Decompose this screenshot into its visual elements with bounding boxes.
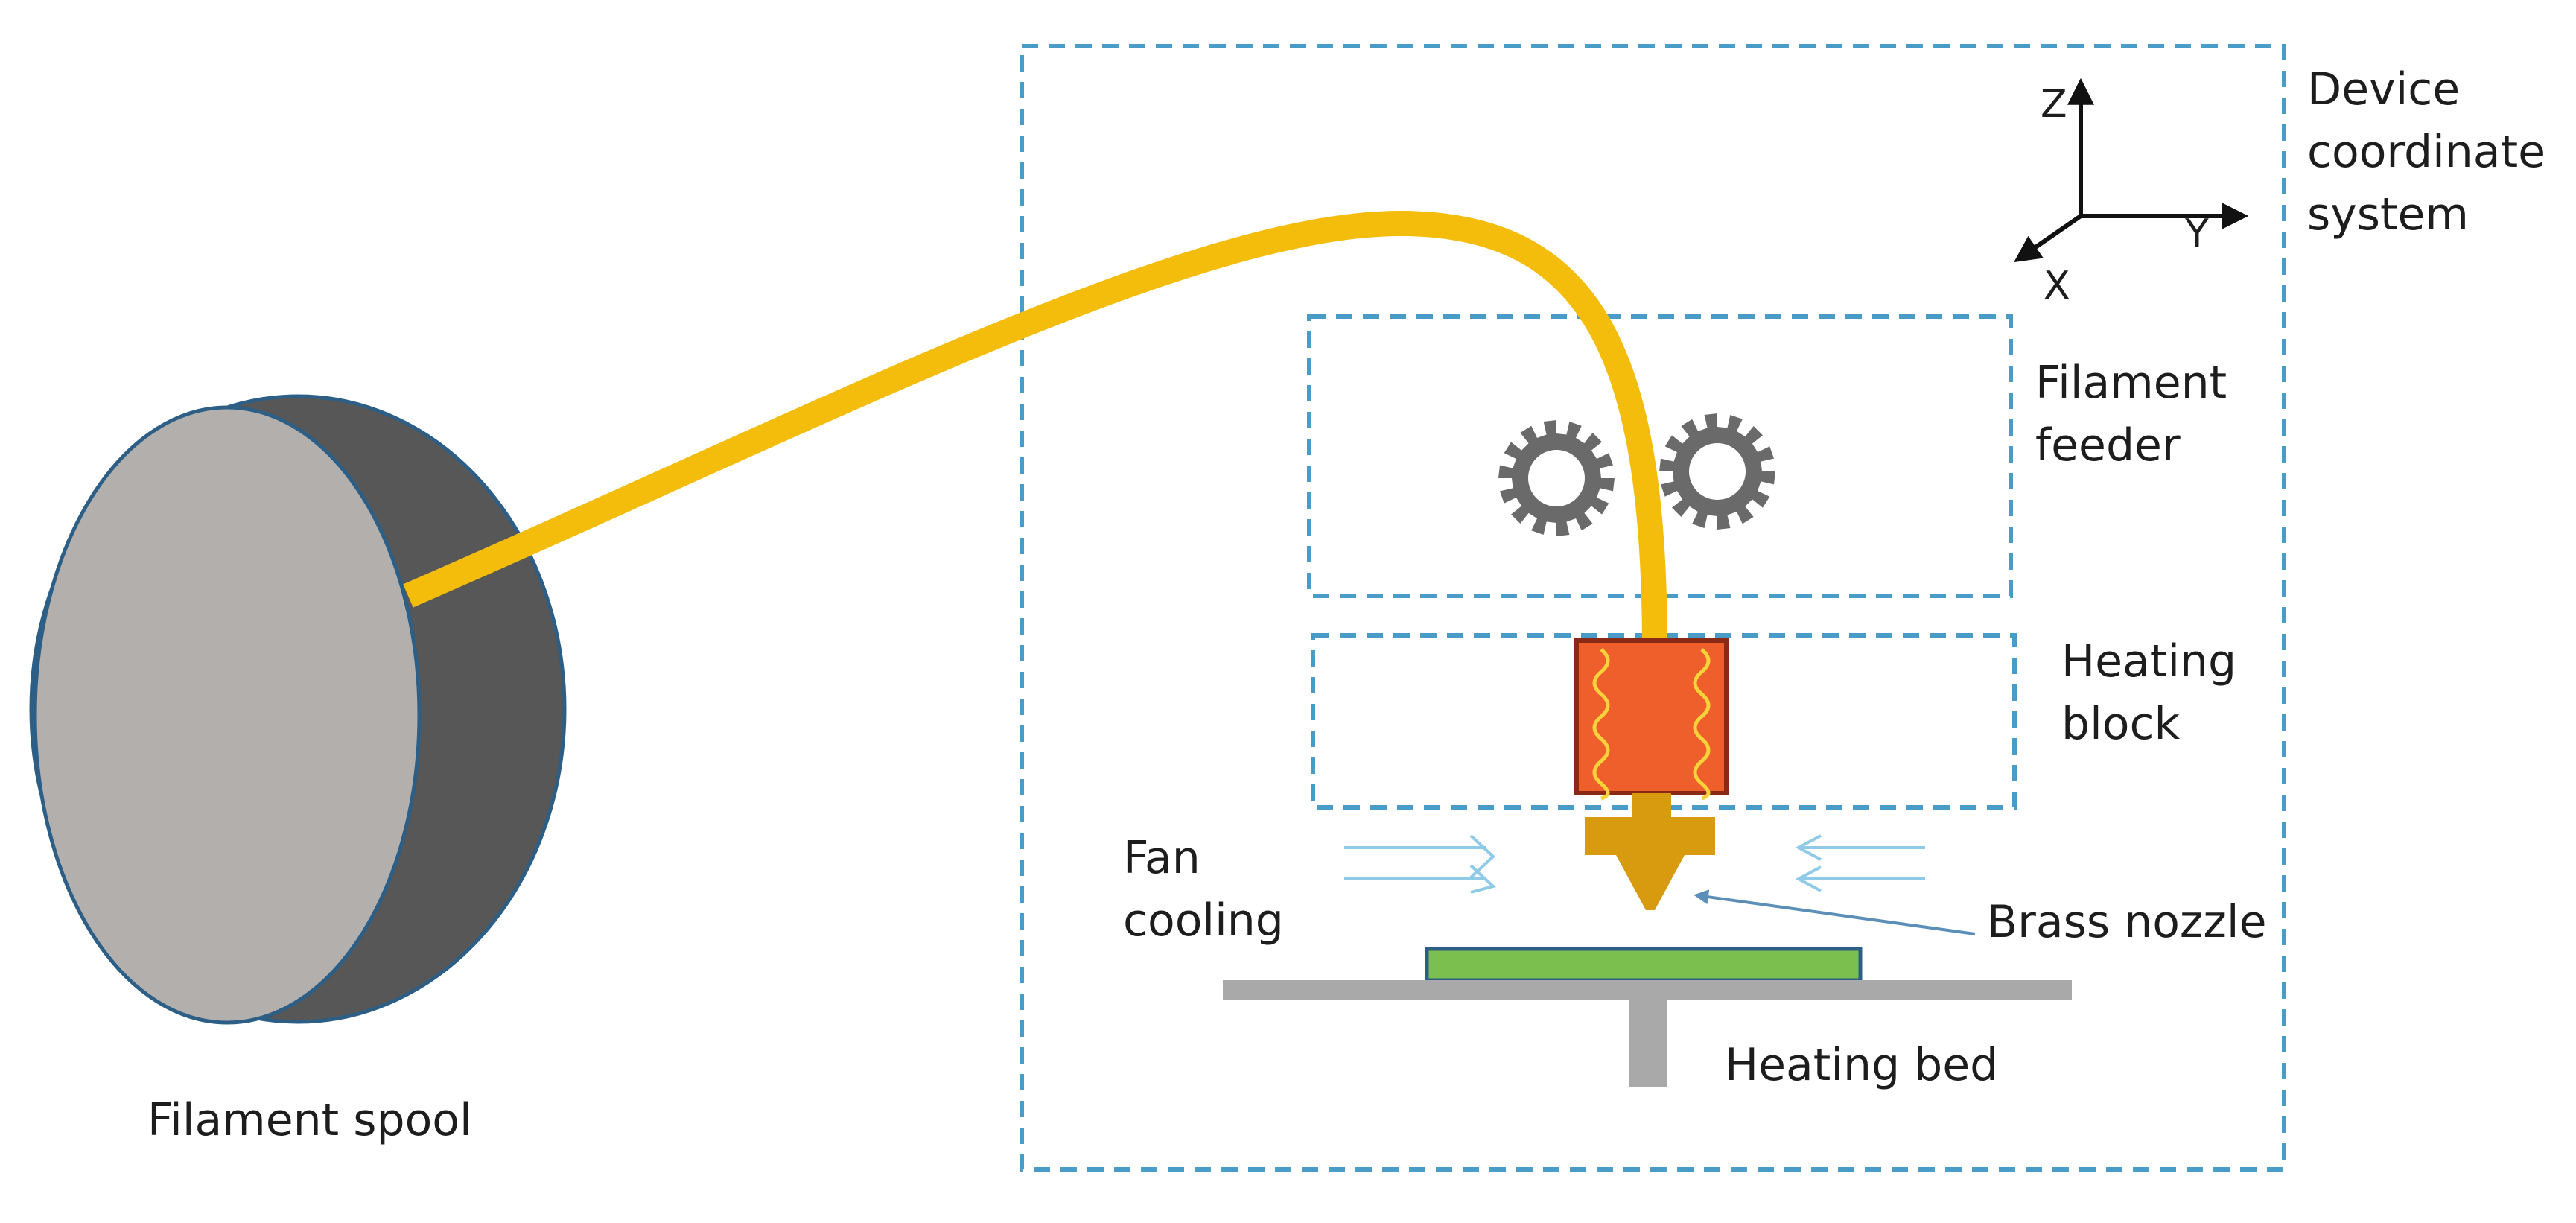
heating-block-label: Heating block — [2061, 630, 2236, 755]
gear-hub — [1689, 443, 1746, 500]
filament-feeder-label: Filament feeder — [2035, 352, 2227, 477]
fan-cooling-line-1: Fan — [1123, 832, 1200, 884]
y-axis-label: Y — [2185, 212, 2209, 256]
filament-feeder-box — [1307, 314, 2013, 598]
feeder-gear-right — [1659, 413, 1775, 530]
x-axis-label: X — [2044, 264, 2070, 308]
brass-nozzle-pointer — [1694, 889, 1976, 935]
feeder-gear-left — [1498, 420, 1615, 536]
printed-layer — [1425, 947, 1863, 982]
brass-nozzle-label: Brass nozzle — [1987, 896, 2267, 948]
heating-block-line-1: Heating — [2061, 635, 2237, 687]
heating-bed-stand — [1629, 1000, 1667, 1087]
fan-cooling-line-2: cooling — [1123, 895, 1284, 947]
filament-spool-label: Filament spool — [147, 1094, 472, 1146]
x-axis-arrow-icon — [2014, 214, 2082, 263]
device-coordinate-system-line-1: Device — [2307, 63, 2461, 115]
airflow-arrow-icon — [1344, 834, 1497, 894]
device-coordinate-system-line-2: coordinate — [2307, 126, 2546, 178]
fan-cooling-label: Fan cooling — [1123, 827, 1284, 952]
heating-bed-plate — [1223, 980, 2072, 1000]
filament-spool — [29, 394, 567, 1025]
spool-front-flange — [33, 405, 422, 1025]
airflow-arrow-icon — [1795, 834, 1925, 892]
gear-hub — [1528, 450, 1585, 506]
heater-coil-icon — [1592, 648, 1610, 801]
filament-feeder-line-1: Filament — [2035, 357, 2227, 409]
heating-bed-label: Heating bed — [1725, 1039, 1999, 1091]
device-coordinate-system-label: Device coordinate system — [2307, 58, 2545, 246]
device-boundary-box — [1020, 44, 2286, 1172]
filament-feeder-line-2: feeder — [2035, 419, 2181, 471]
heating-block-line-2: block — [2061, 698, 2181, 750]
device-coordinate-axes — [2014, 77, 2249, 263]
device-coordinate-system-line-3: system — [2307, 188, 2469, 241]
brass-nozzle — [1585, 793, 1715, 910]
heater-coil-icon — [1693, 648, 1711, 801]
filament-strand — [403, 210, 1667, 641]
z-axis-label: Z — [2041, 82, 2067, 127]
